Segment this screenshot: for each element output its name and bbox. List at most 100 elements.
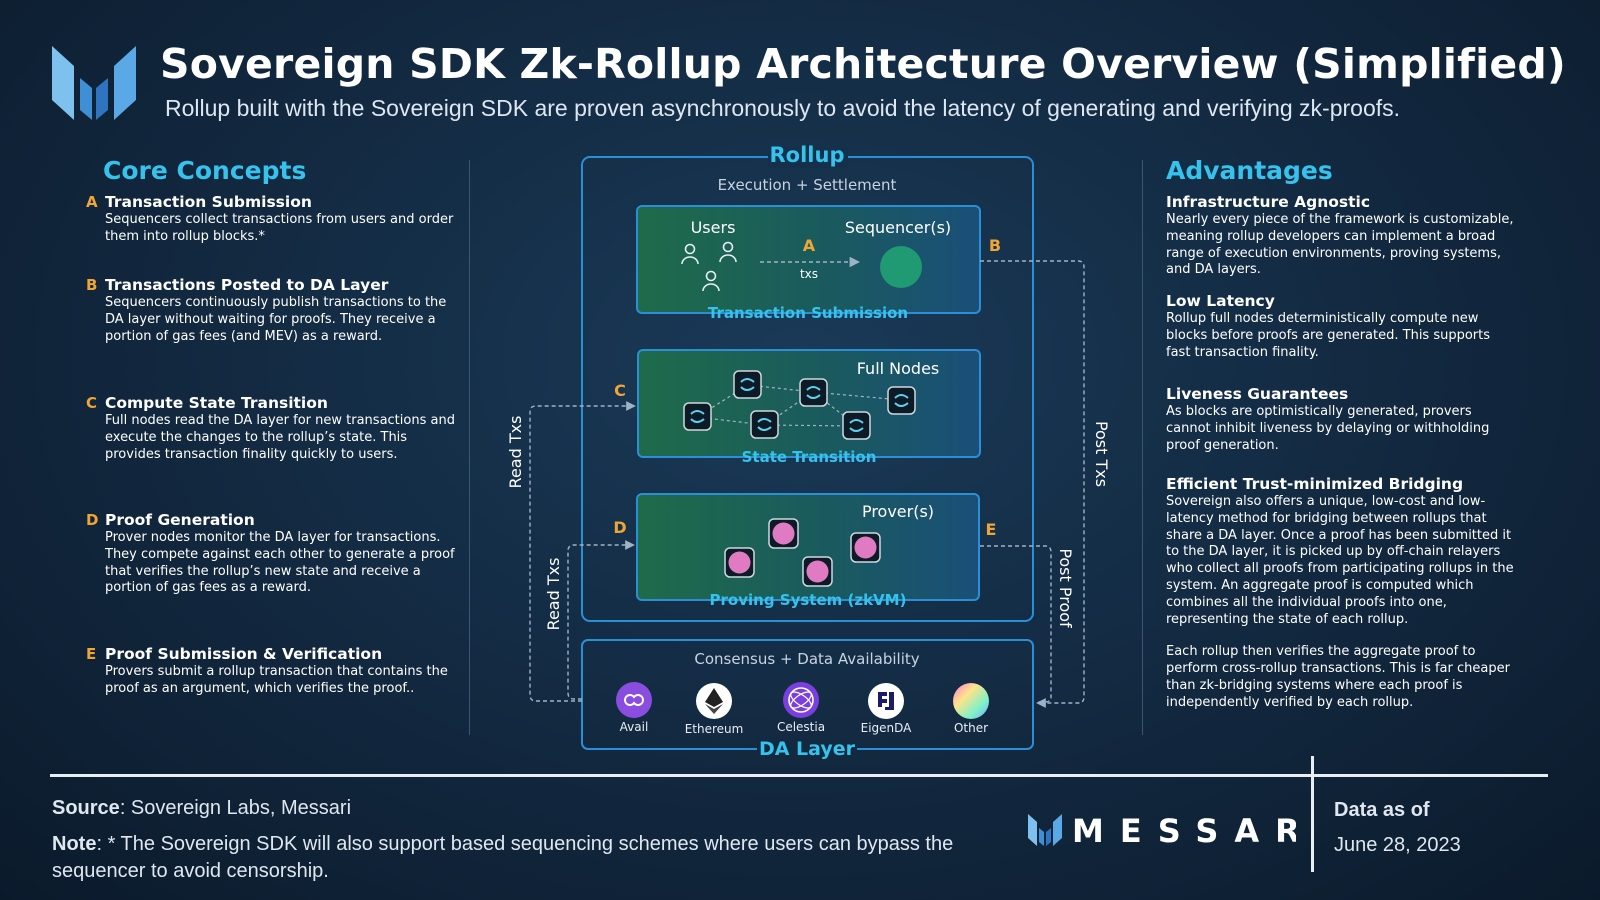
proof-icon	[768, 518, 799, 549]
celestia-icon	[783, 682, 819, 718]
sovereign-node-icon	[683, 402, 712, 431]
concept-title: Proof Generation	[105, 511, 255, 529]
concept-title: Transactions Posted to DA Layer	[105, 276, 389, 294]
advantage-item: Liveness Guarantees As blocks are optimi…	[1166, 385, 1516, 454]
messari-logo-icon	[52, 46, 136, 120]
concept-a: A Transaction Submission Sequencers coll…	[86, 193, 456, 246]
users-label: Users	[691, 218, 736, 237]
da-option-label: Other	[954, 721, 988, 735]
concept-e: E Proof Submission & Verification Prover…	[86, 645, 456, 698]
column-divider	[1142, 160, 1143, 735]
provers-label: Prover(s)	[862, 502, 934, 521]
proof-icon	[850, 532, 881, 563]
letter-e: E	[986, 520, 997, 539]
note-text: : * The Sovereign SDK will also support …	[52, 833, 954, 882]
da-label-bg	[757, 738, 857, 758]
concept-letter: B	[86, 276, 98, 294]
post-txs-arrow	[980, 260, 1085, 708]
concept-c: C Compute State Transition Full nodes re…	[86, 394, 456, 463]
concept-title: Transaction Submission	[105, 193, 312, 211]
source-text: : Sovereign Labs, Messari	[119, 797, 352, 819]
concept-letter: D	[86, 511, 99, 529]
transaction-submission-label: Transaction Submission	[708, 304, 908, 322]
sovereign-node-icon	[799, 378, 828, 407]
concept-letter: C	[86, 394, 98, 412]
proving-system-label: Proving System (zkVM)	[710, 591, 907, 609]
ethereum-icon	[696, 683, 732, 719]
concept-text: Sequencers collect transactions from use…	[105, 212, 454, 244]
letter-d: D	[613, 518, 626, 537]
da-option-label: Avail	[620, 720, 649, 734]
txs-label: txs	[800, 267, 818, 281]
advantage-title: Infrastructure Agnostic	[1166, 193, 1371, 211]
advantage-text: Nearly every piece of the framework is c…	[1166, 212, 1514, 278]
consensus-da-label: Consensus + Data Availability	[694, 650, 919, 668]
post-proof-label: Post Proof	[1056, 548, 1075, 628]
concept-letter: E	[86, 645, 97, 663]
read-txs-arrow-c	[529, 401, 636, 702]
full-nodes-label: Full Nodes	[857, 359, 940, 378]
concept-d: D Proof Generation Prover nodes monitor …	[86, 511, 456, 597]
da-option-label: Ethereum	[685, 722, 744, 736]
eigenda-icon	[868, 683, 904, 719]
letter-c: C	[614, 381, 626, 400]
concept-letter: A	[86, 193, 98, 211]
advantage-title: Liveness Guarantees	[1166, 385, 1349, 403]
execution-settlement-label: Execution + Settlement	[718, 176, 897, 194]
read-txs-arrow-d	[567, 540, 635, 700]
concept-title: Compute State Transition	[105, 394, 328, 412]
note-label: Note	[52, 833, 97, 855]
rollup-label: Rollup	[770, 143, 845, 167]
concept-title: Proof Submission & Verification	[105, 645, 383, 663]
source-line: Source: Sovereign Labs, Messari	[52, 797, 351, 820]
post-txs-label: Post Txs	[1092, 421, 1111, 487]
advantage-title: Efficient Trust-minimized Bridging	[1166, 475, 1464, 493]
concept-text: Provers submit a rollup transaction that…	[105, 664, 448, 696]
concept-text: Sequencers continuously publish transact…	[105, 295, 447, 344]
page-subtitle: Rollup built with the Sovereign SDK are …	[165, 95, 1401, 121]
users-icon	[681, 241, 737, 292]
sovereign-node-icon	[887, 386, 916, 415]
sovereign-node-icon	[842, 411, 871, 440]
footer-divider	[50, 774, 1548, 777]
advantage-item: Low Latency Rollup full nodes determinis…	[1166, 292, 1516, 361]
concept-b: B Transactions Posted to DA Layer Sequen…	[86, 276, 456, 345]
advantage-text: As blocks are optimistically generated, …	[1166, 404, 1490, 453]
sovereign-node-icon	[750, 410, 779, 439]
full-node-icons	[683, 370, 916, 440]
source-label: Source	[52, 797, 120, 819]
sequencer-label: Sequencer(s)	[845, 218, 951, 237]
rollup-label-bg	[768, 146, 848, 168]
da-option-label: Celestia	[777, 720, 825, 734]
advantage-title: Low Latency	[1166, 292, 1275, 310]
rainbow-circle-icon	[953, 683, 989, 719]
messari-wordmark: MESSARI	[1072, 812, 1296, 848]
sequencer-node	[880, 246, 922, 288]
advantage-text: Rollup full nodes deterministically comp…	[1166, 311, 1491, 360]
letter-b: B	[989, 236, 1001, 255]
page-title: Sovereign SDK Zk-Rollup Architecture Ove…	[160, 40, 1566, 88]
da-option-label: EigenDA	[861, 721, 913, 735]
letter-a: A	[803, 236, 816, 255]
messari-brand: MESSARI	[1028, 812, 1296, 848]
proof-icon	[724, 547, 755, 578]
core-concepts-heading: Core Concepts	[103, 156, 307, 185]
column-divider	[469, 160, 470, 735]
proving-system-box	[636, 493, 980, 601]
messari-mark-icon	[1028, 814, 1062, 846]
state-transition-label: State Transition	[742, 448, 877, 466]
concept-text: Prover nodes monitor the DA layer for tr…	[105, 530, 455, 596]
concept-text: Full nodes read the DA layer for new tra…	[105, 413, 455, 462]
architecture-diagram: Rollup Execution + Settlement Users Sequ…	[506, 143, 1111, 760]
read-txs-label: Read Txs	[544, 558, 563, 631]
advantage-text-continued: Each rollup then verifies the aggregate …	[1166, 644, 1510, 710]
advantage-item: Efficient Trust-minimized Bridging Sover…	[1166, 475, 1516, 712]
advantages-heading: Advantages	[1166, 156, 1333, 185]
note-line: Note: * The Sovereign SDK will also supp…	[52, 831, 1012, 885]
advantage-text: Sovereign also offers a unique, low-cost…	[1166, 494, 1514, 627]
proof-icon	[802, 556, 833, 587]
proof-icons	[724, 518, 881, 587]
data-as-of-label: Data as of	[1334, 799, 1430, 821]
read-txs-label: Read Txs	[506, 416, 525, 489]
post-proof-arrow	[980, 545, 1052, 703]
